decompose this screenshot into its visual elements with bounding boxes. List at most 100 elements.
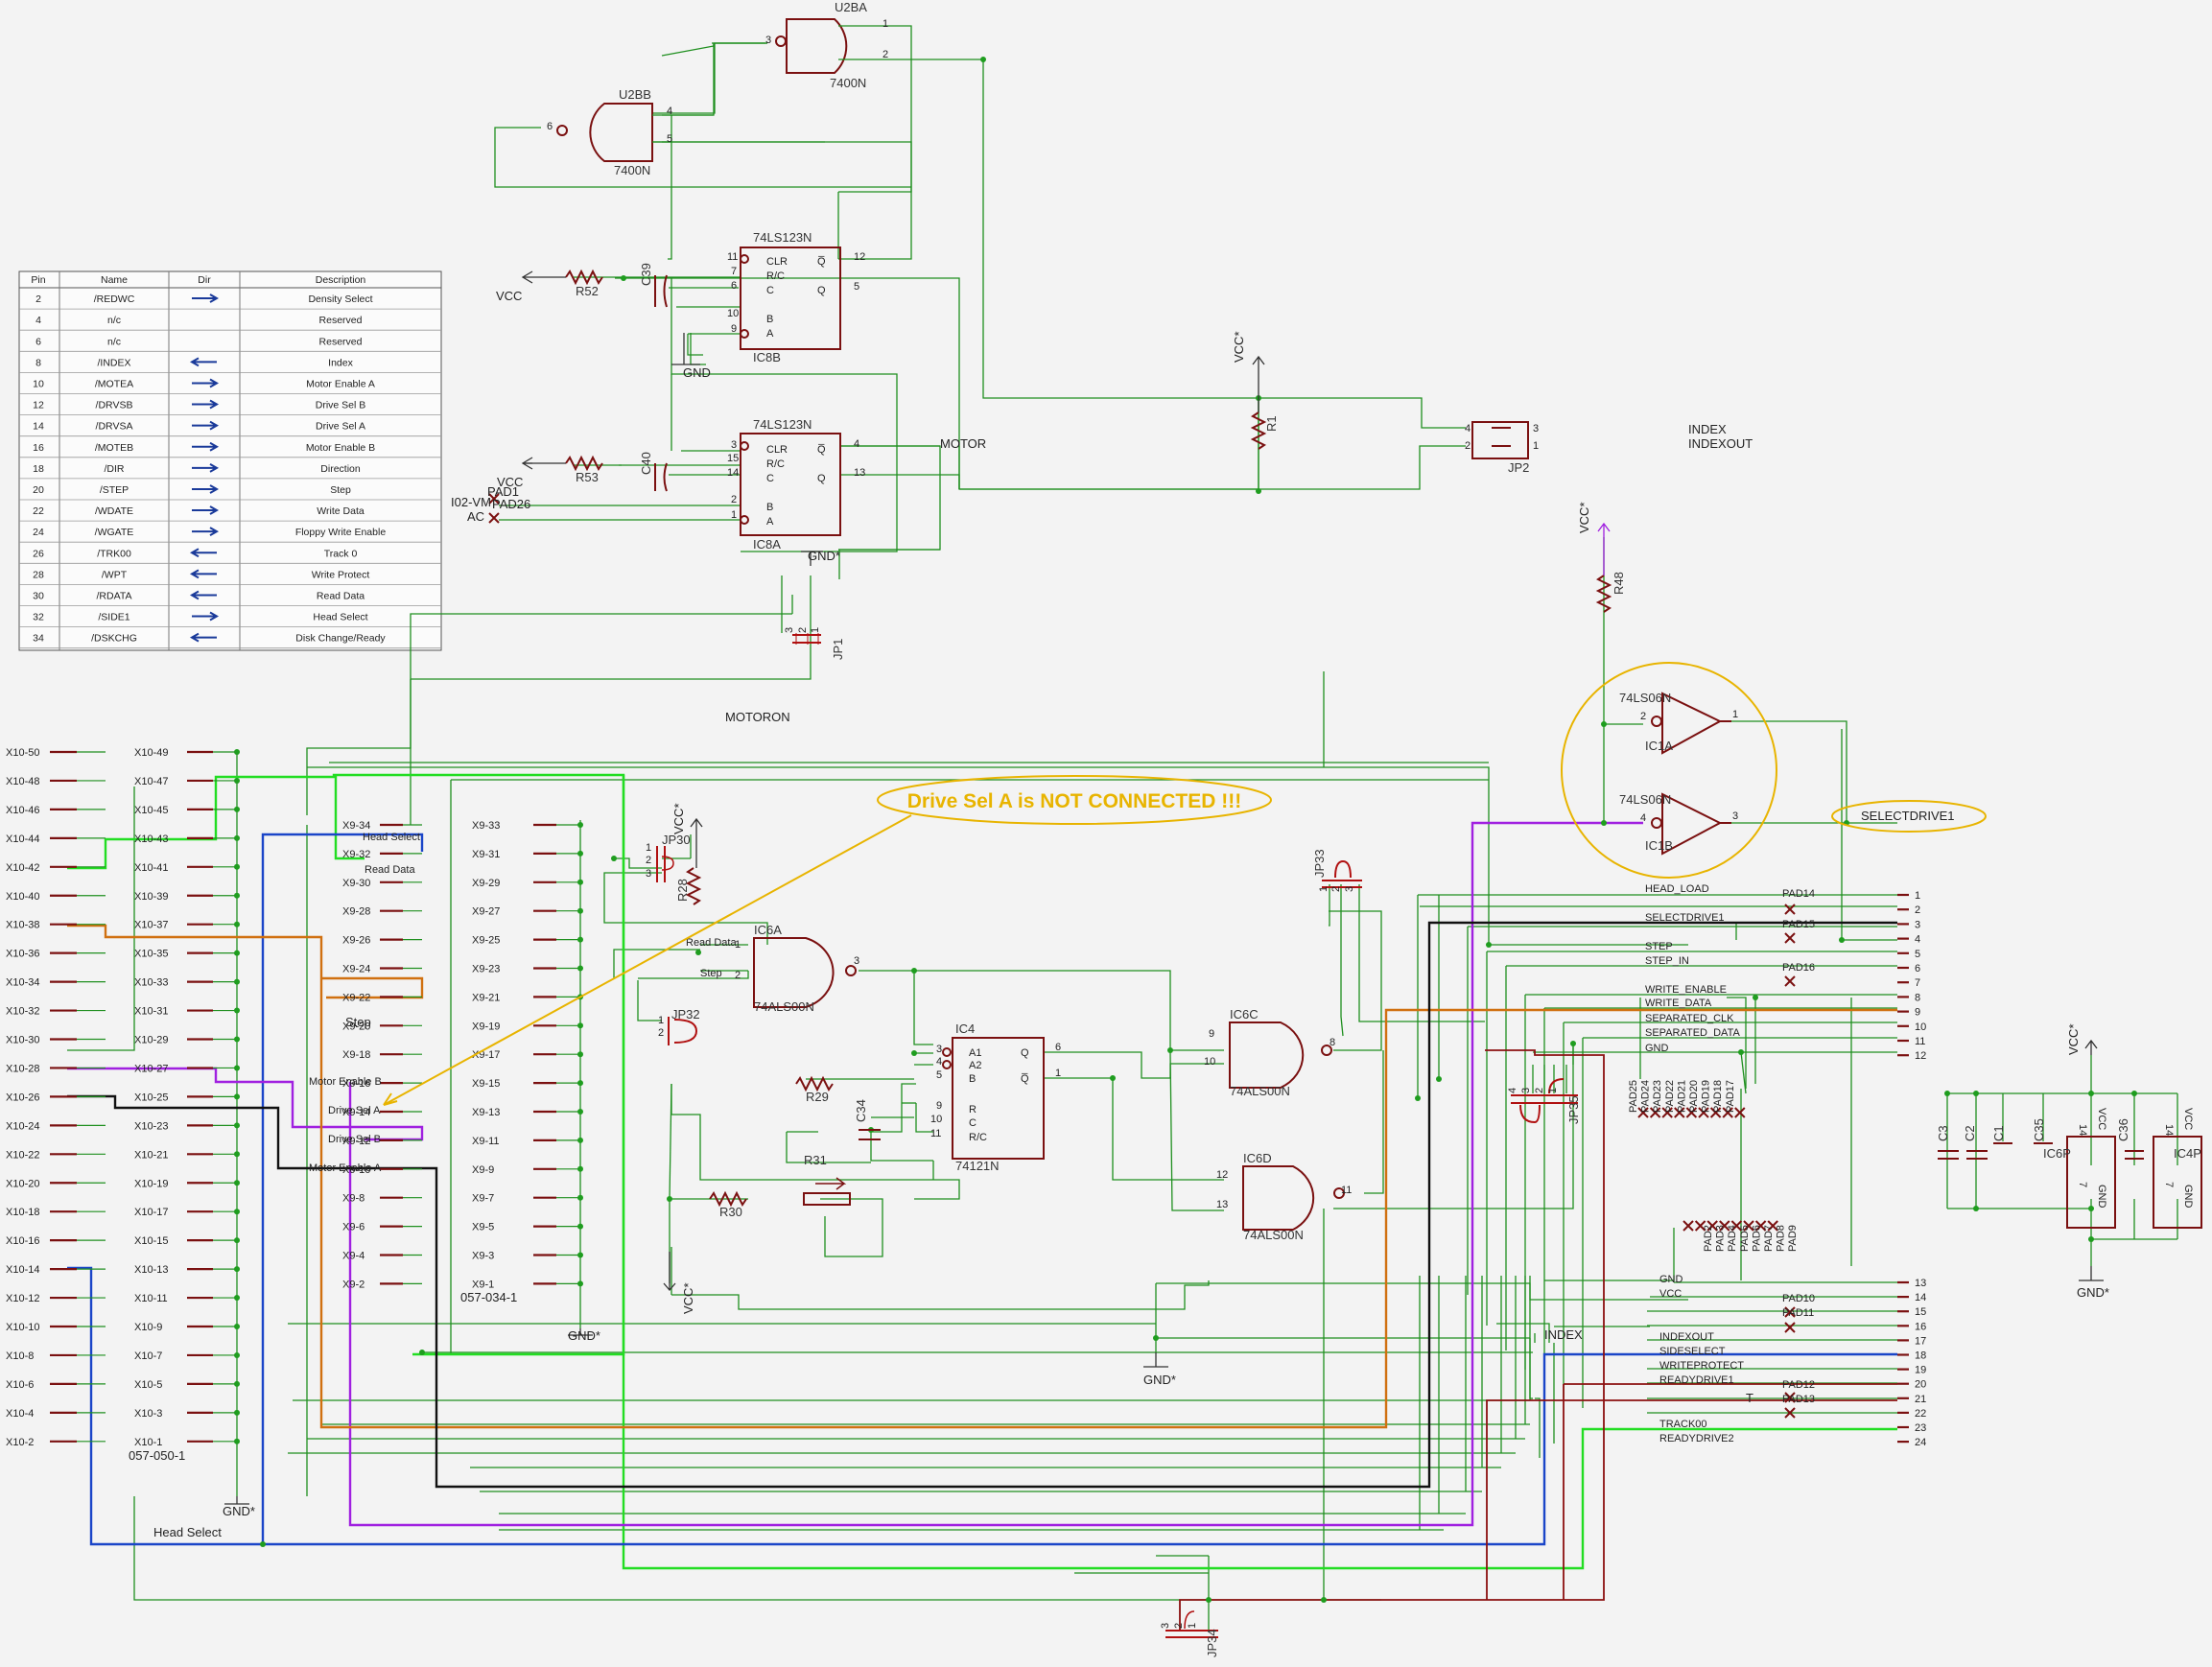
pad-label-vertical: PAD5 bbox=[1739, 1225, 1751, 1252]
ic1a-pin-2: 2 bbox=[1640, 711, 1646, 722]
x10-right-pin-label: X10-9 bbox=[134, 1322, 162, 1333]
x10-right-pin-label: X10-13 bbox=[134, 1264, 168, 1276]
ic8b-type: 74LS123N bbox=[753, 230, 812, 245]
u2bb-pin-5: 5 bbox=[667, 133, 672, 145]
c2 bbox=[1966, 1150, 1988, 1160]
header-pin-number: 22 bbox=[1915, 1408, 1926, 1420]
header-pin-number: 9 bbox=[1915, 1007, 1920, 1019]
selectdrive1-highlight bbox=[1831, 800, 1987, 833]
junction-dot bbox=[234, 834, 240, 841]
ic6p-gnd: GND bbox=[2096, 1185, 2107, 1209]
x10-left-pin-label: X10-6 bbox=[6, 1379, 34, 1391]
junction-dot bbox=[1753, 995, 1758, 1000]
table-cell-name: /SIDE1 bbox=[98, 612, 129, 623]
jp30-pin-1: 1 bbox=[646, 842, 651, 854]
junction-dot bbox=[1110, 1075, 1116, 1081]
jp1 bbox=[792, 633, 821, 645]
x10-left-pin-label: X10-28 bbox=[6, 1063, 39, 1074]
ic6d-pin-12: 12 bbox=[1216, 1169, 1228, 1181]
junction-dot bbox=[577, 1109, 583, 1115]
x9-left-pin-label: X9-28 bbox=[342, 906, 370, 918]
c2-name: C2 bbox=[1963, 1125, 1977, 1141]
header-pin-number: 3 bbox=[1915, 919, 1920, 930]
table-cell-description: Motor Enable A bbox=[306, 378, 375, 389]
x9-right-pin-label: X9-1 bbox=[472, 1279, 494, 1290]
jp32-pin-2: 2 bbox=[658, 1027, 664, 1039]
x9-motor-enable-a: Motor Enable A bbox=[309, 1162, 382, 1174]
junction-dot bbox=[1839, 937, 1845, 943]
arrow-left-icon bbox=[189, 632, 217, 643]
x10-right-pin-label: X10-17 bbox=[134, 1207, 168, 1218]
gnd-ic6p bbox=[2079, 1266, 2104, 1281]
jp33 bbox=[1322, 859, 1362, 888]
pad-cross bbox=[1754, 1220, 1767, 1232]
arrow-right-icon bbox=[192, 293, 220, 303]
table-cell-description: Reserved bbox=[319, 336, 363, 347]
ic8a-pin-13: 13 bbox=[854, 467, 865, 479]
table-cell-description: Reserved bbox=[319, 315, 363, 326]
x9-left-pin-label: X9-18 bbox=[342, 1049, 370, 1061]
table-cell-description: Direction bbox=[320, 463, 361, 475]
ic6a-pin-3: 3 bbox=[854, 955, 859, 967]
vcc-arrow-r52 bbox=[521, 270, 533, 284]
ic1b-pin-3: 3 bbox=[1732, 810, 1738, 822]
table-cell-pin: 34 bbox=[33, 633, 44, 645]
x10-right-pin-label: X10-43 bbox=[134, 834, 168, 845]
arrow-right-icon bbox=[192, 611, 220, 622]
junction-dot bbox=[1601, 721, 1607, 727]
parts bbox=[556, 18, 2202, 1638]
ic4-body bbox=[952, 1037, 1045, 1160]
x10-right-pin-label: X10-37 bbox=[134, 920, 168, 931]
table-cell-pin: 22 bbox=[33, 505, 44, 517]
table-cell-name: n/c bbox=[107, 336, 121, 347]
junction-dot bbox=[1944, 1091, 1950, 1096]
jp2-pin-3: 3 bbox=[1533, 423, 1539, 434]
x9-left-pin-label: X9-14 bbox=[342, 1107, 370, 1118]
pad-label-vertical: PAD6 bbox=[1751, 1225, 1762, 1252]
ic6p-vcc: VCC bbox=[2096, 1108, 2107, 1130]
pad-cross bbox=[1709, 1107, 1722, 1118]
junction-dot bbox=[1436, 1076, 1442, 1082]
pad-cross bbox=[1637, 1107, 1649, 1118]
ic8b-a: A bbox=[766, 328, 774, 340]
header-signal-label: HEAD_LOAD bbox=[1645, 883, 1709, 895]
x10-left-pin-label: X10-22 bbox=[6, 1149, 39, 1161]
r29 bbox=[795, 1075, 834, 1092]
header-pin-number: 20 bbox=[1915, 1379, 1926, 1391]
jp34-pin-2: 2 bbox=[1173, 1623, 1185, 1629]
x10-left-pin-label: X10-50 bbox=[6, 747, 39, 759]
ic1b-buffer bbox=[1661, 792, 1723, 856]
net-brown bbox=[1179, 1049, 1605, 1631]
table-cell-name: /DRVSB bbox=[96, 400, 133, 411]
ic6a-value: 74ALS00N bbox=[754, 999, 814, 1014]
x9-left-pin-label: X9-20 bbox=[342, 1021, 370, 1032]
x10-left-pin-label: X10-44 bbox=[6, 834, 39, 845]
ic8a-pin-15: 15 bbox=[727, 453, 739, 464]
ic6a-pin-2: 2 bbox=[735, 970, 741, 981]
x10-right-pin-label: X10-5 bbox=[134, 1379, 162, 1391]
jp35-pin-2: 2 bbox=[1534, 1088, 1545, 1093]
pad-label: PAD14 bbox=[1782, 888, 1815, 900]
jp33-pin-2: 2 bbox=[1330, 886, 1342, 892]
vcc-star-ic6p-label: VCC* bbox=[2066, 1023, 2081, 1055]
table-cell-pin: 18 bbox=[33, 463, 44, 475]
ic8b-body bbox=[740, 247, 841, 350]
ic1b-pin-4: 4 bbox=[1640, 812, 1646, 824]
x10-left-pin-label: X10-42 bbox=[6, 862, 39, 874]
head-select-bottom-label: Head Select bbox=[153, 1525, 222, 1539]
pad-crosses bbox=[488, 493, 1796, 1419]
pad-label-vertical: PAD7 bbox=[1763, 1225, 1775, 1252]
junction-dot bbox=[419, 1350, 425, 1355]
pad-label-vertical: PAD20 bbox=[1688, 1080, 1700, 1113]
x9-right-pin-label: X9-13 bbox=[472, 1107, 500, 1118]
th-description: Description bbox=[316, 274, 366, 286]
header-signal-label: READYDRIVE1 bbox=[1659, 1374, 1734, 1386]
x9-right-pin-label: X9-9 bbox=[472, 1164, 494, 1176]
junction-dot bbox=[577, 850, 583, 857]
callout-arrow bbox=[383, 814, 912, 1106]
junction-dot bbox=[621, 275, 626, 281]
motoron-label: MOTORON bbox=[725, 710, 790, 724]
junction-dot bbox=[577, 1051, 583, 1058]
junction-dot bbox=[234, 1036, 240, 1043]
table-cell-pin: 28 bbox=[33, 569, 44, 580]
